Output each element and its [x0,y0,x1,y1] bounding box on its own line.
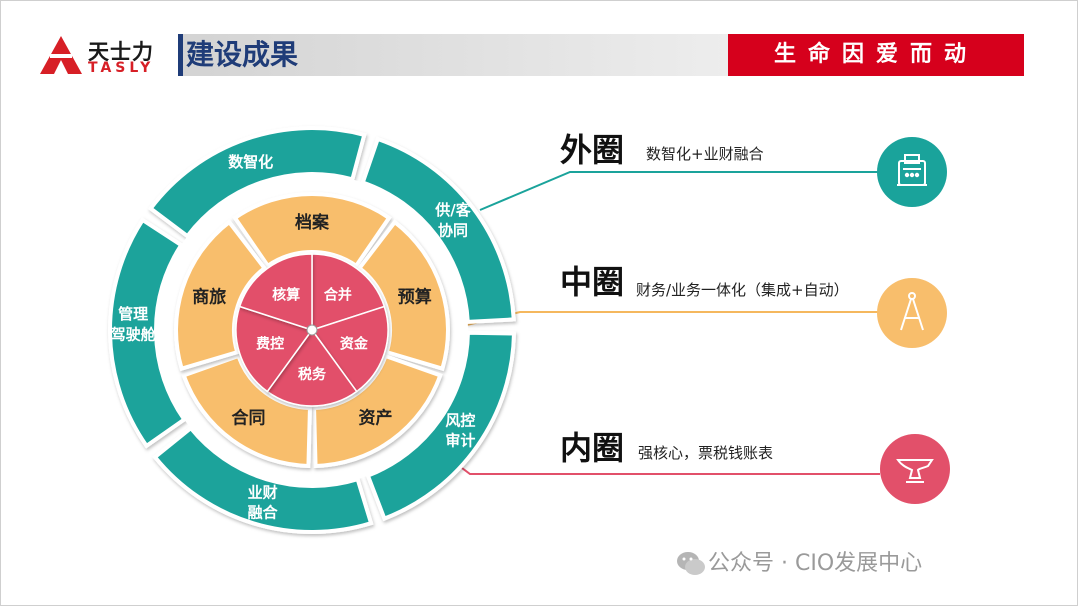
outer-ring-label: 管理驾驶舱 [111,305,157,343]
inner-ring-label: 核算 [272,286,300,303]
inner-segment [310,305,389,393]
outer-connector-line [479,171,880,211]
middle-ring-title: 中圈 [560,263,625,301]
anvil-icon [880,434,950,504]
inner-segment [235,305,314,393]
slogan-bar [728,34,1024,76]
outer-ring-label: 风控审计 [445,411,475,449]
company-logo: 天士力 TASLY [38,34,168,78]
outer-ring-title: 外圈 [560,131,625,169]
cash-register-icon [877,137,947,207]
slogan-text: 生命因爱而动 [773,42,978,67]
compass-icon [877,278,947,348]
logo-mark-icon [40,36,82,74]
inner-ring-label: 税务 [298,366,327,383]
middle-ring-label: 资产 [358,407,392,428]
inner-ring-title: 内圈 [560,429,625,467]
inner-ring-label: 资金 [340,336,369,353]
inner-segment [238,253,313,332]
center-dot [306,324,318,336]
outer-ring-desc: 数智化+业财融合 [646,145,764,163]
middle-ring-label: 档案 [295,212,330,233]
outer-ring-label: 业财融合 [248,483,279,521]
inner-ring-label: 合并 [324,286,352,303]
middle-segment [232,192,392,269]
middle-segment [311,353,443,469]
inner-segment [266,328,358,407]
middle-segment [174,219,268,372]
outer-ring-label: 供/客协同 [434,201,471,239]
logo-text-en: TASLY [88,60,155,76]
wechat-icon [677,552,705,575]
middle-ring-desc: 财务/业务一体化（集成+自动） [636,281,849,299]
logo-text-cn: 天士力 [88,40,154,64]
middle-ring-label: 合同 [232,407,266,428]
outer-ring-label: 数智化 [228,153,273,171]
middle-ring-label: 预算 [398,287,432,308]
middle-segment [356,219,450,372]
inner-segment [311,253,386,332]
middle-segment [181,353,313,469]
page-title: 建设成果 [186,38,299,71]
inner-ring-desc: 强核心，票税钱账表 [638,444,774,462]
title-accent [178,34,183,76]
middle-ring-label: 商旅 [192,287,226,308]
title-bar [178,34,728,76]
watermark-text: 公众号 · CIO发展中心 [708,551,923,576]
inner-ring-label: 费控 [256,336,284,353]
